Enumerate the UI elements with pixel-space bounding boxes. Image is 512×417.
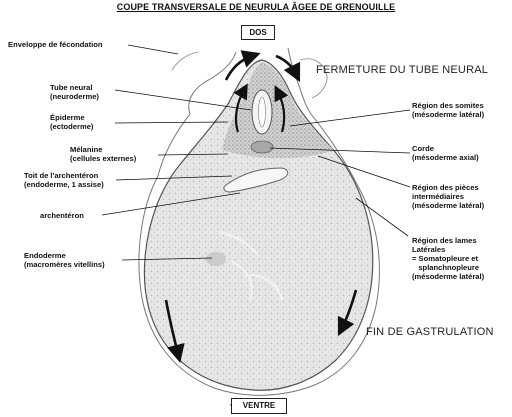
label-endoderm: Endoderme(macromères vitellins) (24, 251, 105, 269)
heading-end-gastrulation: FIN DE GASTRULATION (366, 326, 494, 338)
label-epidermis: Épiderme(ectoderme) (50, 113, 94, 131)
archenteron-cavity (223, 167, 289, 193)
notochord (250, 140, 274, 154)
arrow-inner-right (274, 85, 289, 133)
label-envelope: Enveloppe de fécondation (8, 40, 103, 49)
figure-title: COUPE TRANSVERSALE DE NEURULA ÂGEE DE GR… (116, 2, 396, 12)
label-somites: Région des somites(mésoderme latéral) (412, 101, 485, 119)
label-neural-tube: Tube neural(neuroderme) (50, 83, 99, 101)
fecundation-envelope (138, 47, 380, 396)
label-melanin: Mélanine(cellules externes) (70, 145, 137, 163)
dorsal-label-box: DOS (241, 25, 275, 40)
leader-lines-right (230, 109, 411, 406)
arrow-right-top (275, 54, 301, 83)
heading-neural-closure: FERMETURE DU TUBE NEURAL (316, 64, 489, 76)
arrow-left-top (224, 50, 261, 81)
label-archenteron-roof: Toit de l'archentéron(endoderme, 1 assis… (24, 171, 104, 189)
label-archenteron: archentéron (40, 211, 84, 220)
dorsal-mesoderm (222, 62, 334, 158)
arrow-right-bottom (337, 289, 358, 337)
arrow-inner-left (233, 83, 248, 133)
ventral-label-box: VENTRE (231, 398, 287, 414)
arrow-left-bottom (164, 299, 185, 363)
label-notochord: Corde(mésoderme axial) (412, 144, 479, 162)
leader-lines-left (101, 44, 252, 261)
